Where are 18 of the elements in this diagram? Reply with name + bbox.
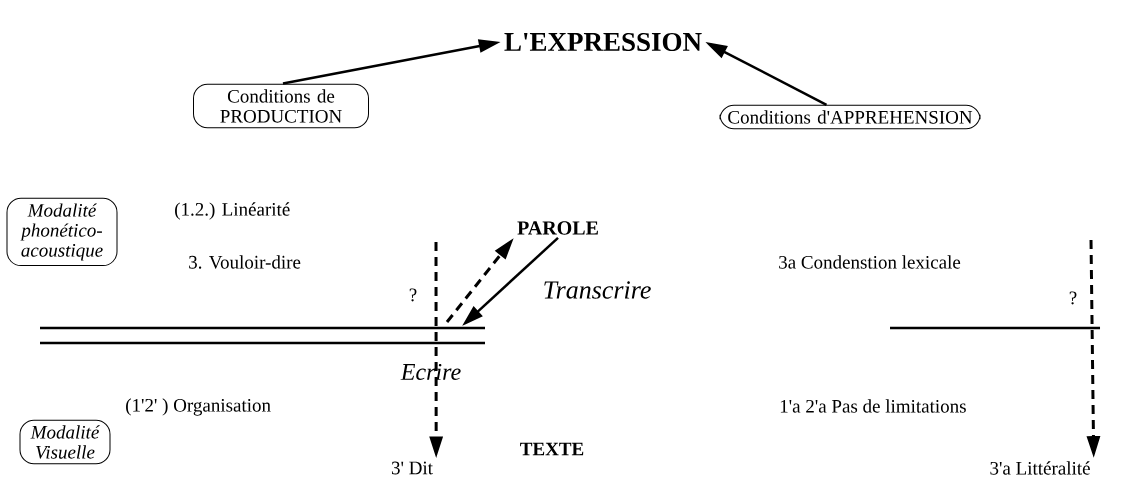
- text-label: Transcrire: [544, 281, 651, 299]
- rounded-box: Modalité Visuelle: [19, 419, 111, 465]
- rounded-box: Modalité phonético-acoustique: [6, 197, 118, 267]
- title-text: L'EXPRESSION: [504, 32, 702, 52]
- word-label: 3'a Littéralité: [990, 461, 1090, 475]
- word-label: PAROLE: [517, 221, 598, 235]
- text-label: 3. Vouloir-dire: [189, 255, 301, 269]
- text-label: (1'2' ) Organisation: [126, 398, 271, 416]
- text-label: (1.2.) Linéarité: [175, 202, 290, 220]
- word-label: 3' Dit: [391, 461, 433, 475]
- rounded-box: Conditions d'APPREHENSION: [719, 104, 981, 130]
- text-label: 3a Condenstion lexicale: [779, 255, 961, 269]
- text-label: 1'a 2'a Pas de limitations: [780, 399, 966, 413]
- text-label: ?: [409, 288, 417, 302]
- text-label: TEXTE: [520, 442, 584, 456]
- text-label: Ecrire: [400, 363, 461, 381]
- text-label: ?: [1069, 291, 1077, 305]
- rounded-box: Conditions de PRODUCTION: [193, 83, 369, 129]
